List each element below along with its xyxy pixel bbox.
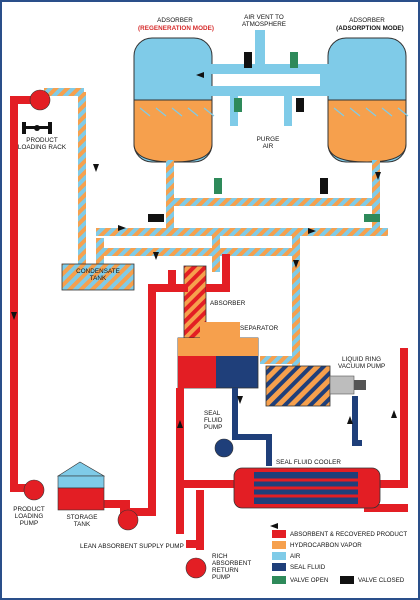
seal-fluid-pump-label-3: PUMP [204,424,223,431]
product-loading-pump-label-3: PUMP [19,520,39,527]
legend-item-vapor: HYDROCARBON VAPOR [290,542,362,549]
adsorber-left-label: ADSORBER [157,17,193,24]
seal-fluid-pump-label: SEAL [204,410,221,417]
separator-vessel [177,337,259,389]
liquid-ring-label: LIQUID RING [342,356,382,363]
loading-rack-pump [29,89,51,111]
legend-item-air: AIR [290,553,301,560]
adsorber-right-mode: (ADSORPTION MODE) [336,25,404,32]
air-vent-label: AIR VENT TO [244,14,284,21]
seal-fluid-cooler [233,467,381,509]
legend-item-valve-closed: VALVE CLOSED [358,577,405,584]
purge-air-label: PURGE [256,136,280,143]
vapor-piping [44,88,388,368]
valve-open [234,98,242,112]
product-loading-pump [23,479,45,501]
valve-closed [148,214,164,222]
product-loading-rack [22,122,52,134]
lean-absorbent-supply-pump [117,509,139,531]
storage-tank [56,461,106,511]
valve-closed [244,52,252,68]
rich-pump-label-2: ABSORBENT [212,560,252,567]
lean-pump-label: LEAN ABSORBENT SUPPLY PUMP [80,543,184,550]
adsorber-right [327,37,409,163]
seal-fluid-pump [214,438,234,458]
legend-swatch-vapor [272,541,286,549]
rich-pump-label: RICH [212,553,228,560]
seal-fluid-pump-label-2: FLUID [204,417,223,424]
legend-swatch-valve-closed [340,576,354,584]
absorber-label: ABSORBER [210,300,246,307]
rich-absorbent-return-pump [185,557,207,579]
legend-item-absorbent: ABSORBENT & RECOVERED PRODUCT [290,531,408,538]
valve-open [364,214,380,222]
product-loading-pump-label-2: LOADING [14,513,44,520]
legend-swatch-absorbent [272,530,286,538]
storage-tank-label: STORAGE [66,514,98,521]
adsorber-left [133,37,215,163]
storage-tank-label-2: TANK [73,521,91,528]
seal-fluid-piping [232,388,362,466]
flow-arrows [11,72,397,529]
adsorber-left-mode: (REGENERATION MODE) [137,25,215,32]
valve-open [214,178,222,194]
product-loading-pump-label: PRODUCT [13,506,45,513]
legend-item-seal-fluid: SEAL FLUID [290,564,326,571]
air-vent-label-2: ATMOSPHERE [241,21,287,28]
product-loading-rack-label-2: LOADING RACK [17,144,67,151]
condensate-tank [61,263,135,291]
legend-item-valve-open: VALVE OPEN [290,577,329,584]
seal-fluid-cooler-label: SEAL FLUID COOLER [276,459,342,466]
condensate-tank-label-2: TANK [89,275,107,282]
valve-open [290,52,298,68]
valves [148,52,380,222]
rich-pump-label-4: PUMP [212,574,231,581]
adsorber-right-label: ADSORBER [349,17,385,24]
valve-closed [296,98,304,112]
rich-pump-label-3: RETURN [212,567,239,574]
liquid-ring-vacuum-pump [265,365,366,407]
legend-swatch-air [272,552,286,560]
separator-label: SEPARATOR [240,325,279,332]
valve-closed [320,178,328,194]
legend-swatch-valve-open [272,576,286,584]
legend-swatch-seal-fluid [272,563,286,571]
separator-inlet [200,322,240,338]
liquid-ring-label-2: VACUUM PUMP [338,363,386,370]
purge-air-label-2: AIR [262,143,274,150]
product-loading-rack-label: PRODUCT [26,137,58,144]
condensate-tank-label: CONDENSATE [76,268,120,275]
